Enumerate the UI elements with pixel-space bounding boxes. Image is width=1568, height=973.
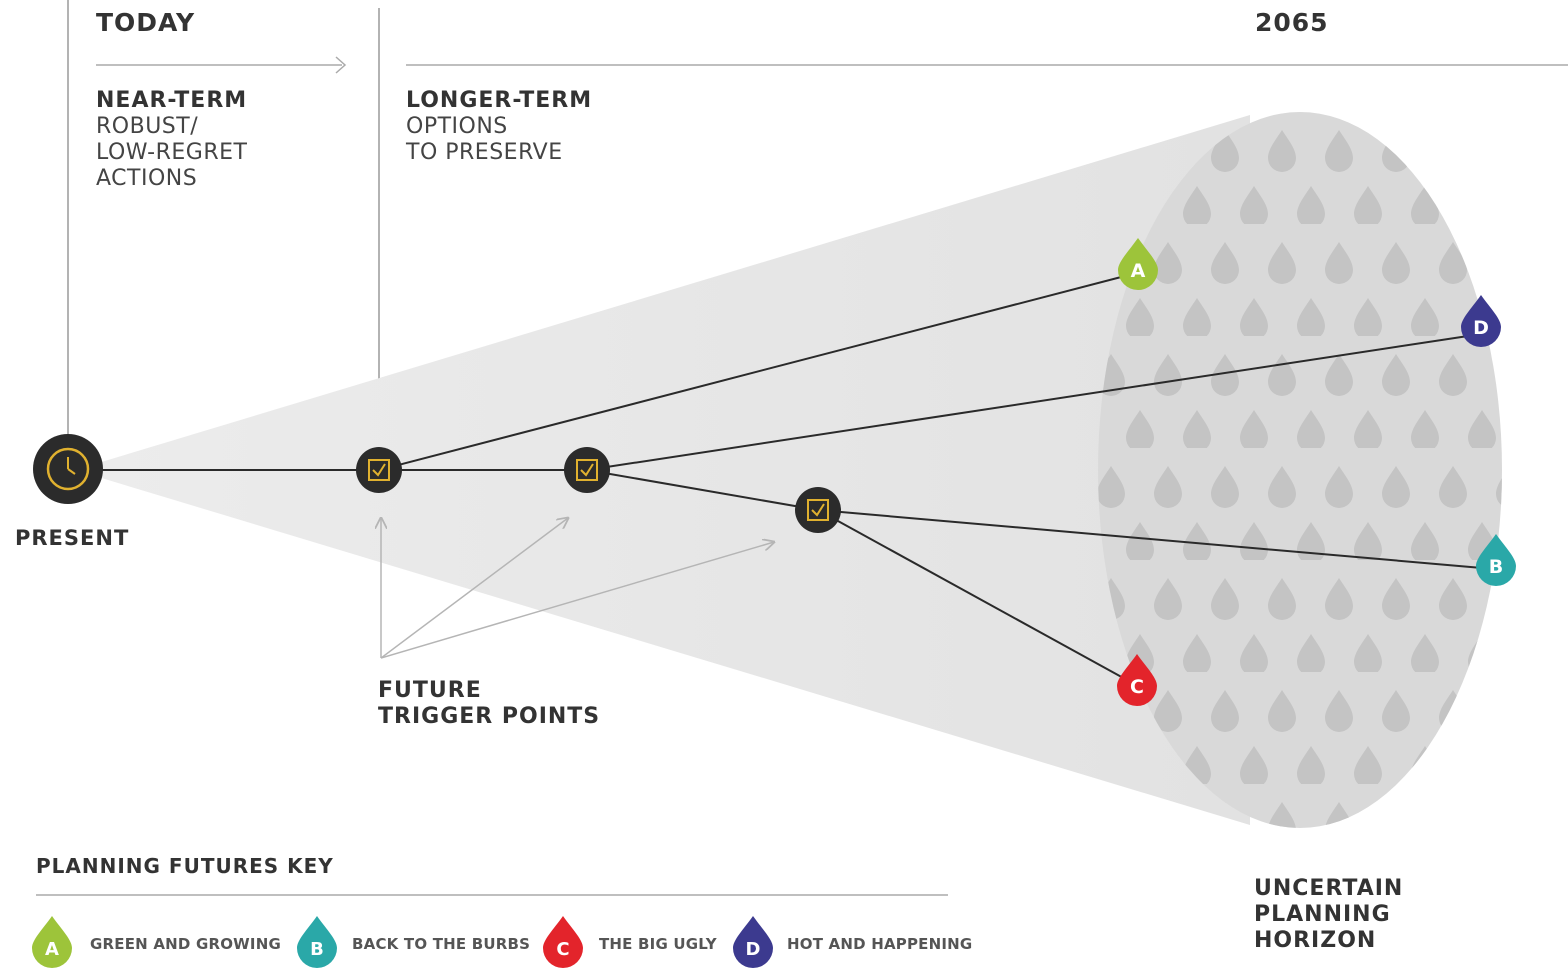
key-label-c: THE BIG UGLY [599, 935, 717, 953]
near-term-block: NEAR-TERM ROBUST/ LOW-REGRET ACTIONS [96, 88, 247, 192]
svg-text:B: B [1489, 556, 1503, 578]
svg-text:C: C [556, 939, 569, 960]
horizon-label-line-3: HORIZON [1254, 928, 1377, 953]
trigger-label-line-2: TRIGGER POINTS [378, 704, 601, 729]
key-label-d: HOT AND HAPPENING [787, 935, 973, 953]
path-trigger3-to-B [817, 509, 1483, 569]
path-trigger2-to-trigger3 [586, 469, 819, 511]
longer-term-line-2: TO PRESERVE [406, 140, 563, 165]
today-label: TODAY [96, 8, 196, 37]
horizon-label-line-1: UNCERTAIN [1254, 876, 1404, 901]
key-d-droplet-icon: D [733, 916, 773, 968]
svg-text:C: C [1130, 676, 1144, 698]
horizon-label: UNCERTAIN PLANNING HORIZON [1254, 876, 1403, 954]
key-a-droplet-icon: A [32, 916, 72, 968]
scenario-b-droplet-icon: B [1476, 534, 1516, 586]
key-label-a: GREEN AND GROWING [90, 935, 281, 953]
path-trigger3-to-C [817, 509, 1128, 681]
trigger-arrow-3 [380, 542, 774, 659]
horizon-droplet-pattern [1098, 112, 1502, 828]
trigger-points-label: FUTURE TRIGGER POINTS [378, 678, 600, 730]
path-trigger2-to-D [586, 335, 1469, 471]
scenario-d-droplet-icon: D [1461, 295, 1501, 347]
longer-term-block: LONGER-TERM OPTIONS TO PRESERVE [406, 88, 592, 166]
near-term-arrow-head [335, 56, 347, 74]
svg-text:B: B [310, 939, 324, 960]
svg-text:D: D [1473, 317, 1489, 339]
trigger-3-checkbox-icon [795, 487, 841, 533]
trigger-label-line-1: FUTURE [378, 678, 482, 703]
key-label-b: BACK TO THE BURBS [352, 935, 531, 953]
present-label: PRESENT [15, 526, 130, 550]
trigger-1-checkbox-icon [356, 447, 402, 493]
svg-text:A: A [45, 939, 59, 960]
longer-term-line-1: OPTIONS [406, 114, 508, 139]
near-term-title: NEAR-TERM [96, 88, 248, 113]
path-trigger1-to-A [378, 275, 1126, 471]
near-term-line-3: ACTIONS [96, 166, 198, 191]
trigger-arrow-2 [380, 518, 568, 659]
longer-term-title: LONGER-TERM [406, 88, 593, 113]
year-label: 2065 [1255, 8, 1329, 37]
svg-text:A: A [1131, 260, 1146, 282]
trigger-2-checkbox-icon [564, 447, 610, 493]
svg-text:D: D [746, 939, 761, 960]
present-clock-icon [33, 434, 103, 504]
scenario-a-droplet-icon: A [1118, 238, 1158, 290]
key-b-droplet-icon: B [297, 916, 337, 968]
uncertainty-cone [75, 115, 1250, 825]
key-title: PLANNING FUTURES KEY [36, 854, 334, 878]
near-term-line-1: ROBUST/ [96, 114, 199, 139]
near-term-line-2: LOW-REGRET [96, 140, 248, 165]
scenario-c-droplet-icon: C [1117, 654, 1157, 706]
horizon-label-line-2: PLANNING [1254, 902, 1391, 927]
key-c-droplet-icon: C [543, 916, 583, 968]
